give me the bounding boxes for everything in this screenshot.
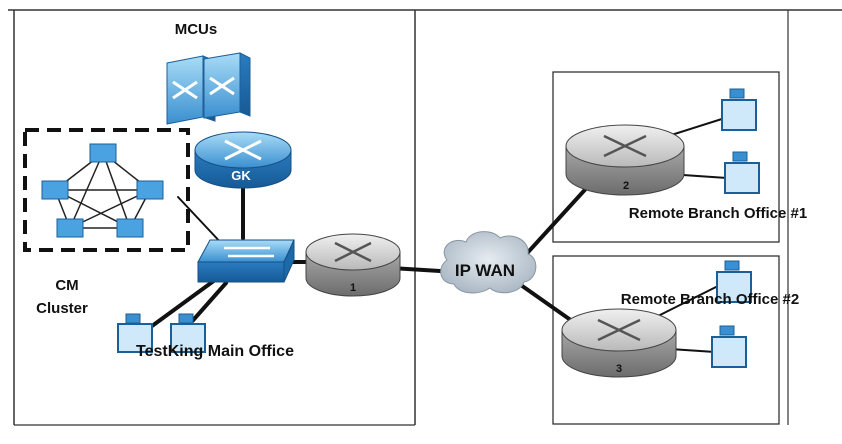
router-1-label: 1 bbox=[350, 282, 356, 294]
main-office-label: TestKing Main Office bbox=[136, 343, 294, 360]
cm-cluster-boundary bbox=[23, 128, 190, 252]
ip-phone-icon bbox=[170, 313, 206, 353]
router-icon bbox=[305, 233, 401, 297]
cm-cluster-label-line1: CM bbox=[55, 277, 78, 294]
cloud-icon bbox=[440, 231, 537, 294]
mcu-icon bbox=[166, 52, 251, 125]
gk-label: GK bbox=[231, 168, 251, 183]
ip-phone-icon bbox=[711, 325, 747, 368]
ip-phone-icon bbox=[724, 151, 760, 194]
ip-wan-label: IP WAN bbox=[455, 261, 515, 280]
gatekeeper-router-icon bbox=[194, 131, 292, 189]
ip-phone-icon bbox=[721, 88, 757, 131]
ip-phone-icon bbox=[716, 260, 752, 303]
branch-office-2-label: Remote Branch Office #2 bbox=[621, 291, 799, 308]
cm-cluster-label-line2: Cluster bbox=[36, 300, 88, 317]
mcus-label: MCUs bbox=[175, 21, 218, 38]
branch-office-2-box bbox=[552, 255, 780, 425]
ip-phone-icon bbox=[117, 313, 153, 353]
router-3-label: 3 bbox=[616, 363, 622, 375]
router-2-label: 2 bbox=[623, 180, 629, 192]
router-icon bbox=[565, 124, 685, 196]
diagram-frame bbox=[8, 9, 842, 426]
call-manager-server-icon bbox=[41, 143, 164, 238]
cm-cluster-mesh bbox=[54, 152, 151, 229]
branch-office-1-box bbox=[552, 71, 780, 243]
branch-office-1-label: Remote Branch Office #1 bbox=[629, 205, 807, 222]
router-icon bbox=[561, 308, 677, 378]
switch-icon bbox=[197, 239, 295, 283]
